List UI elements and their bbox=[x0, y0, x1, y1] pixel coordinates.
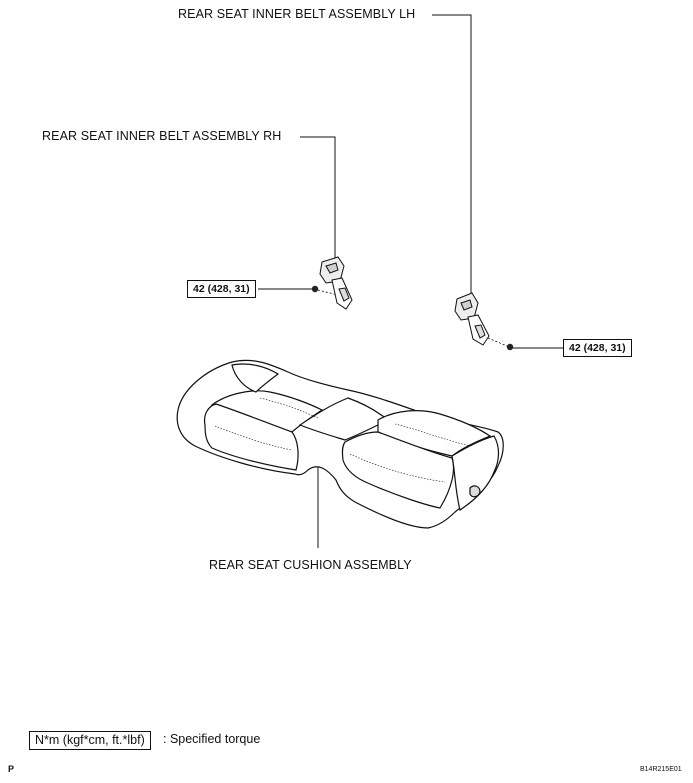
bolt-rh bbox=[311, 285, 319, 293]
leader-belt-rh bbox=[300, 136, 336, 261]
belt-buckle-rh bbox=[319, 256, 353, 310]
torque-spec-lh: 42 (428, 31) bbox=[563, 339, 632, 357]
label-belt-lh: REAR SEAT INNER BELT ASSEMBLY LH bbox=[178, 7, 416, 21]
belt-buckle-lh bbox=[454, 292, 490, 346]
page-mark: P bbox=[8, 764, 15, 774]
legend-description: : Specified torque bbox=[163, 732, 261, 746]
leader-belt-lh bbox=[432, 14, 472, 297]
label-belt-rh: REAR SEAT INNER BELT ASSEMBLY RH bbox=[42, 129, 282, 143]
seat-cushion bbox=[176, 359, 504, 529]
torque-spec-rh: 42 (428, 31) bbox=[187, 280, 256, 298]
legend-unit-box: N*m (kgf*cm, ft.*lbf) bbox=[29, 731, 151, 750]
figure-code: B14R215E01 bbox=[640, 766, 682, 773]
bolt-lh bbox=[506, 343, 514, 351]
label-cushion: REAR SEAT CUSHION ASSEMBLY bbox=[209, 558, 412, 572]
